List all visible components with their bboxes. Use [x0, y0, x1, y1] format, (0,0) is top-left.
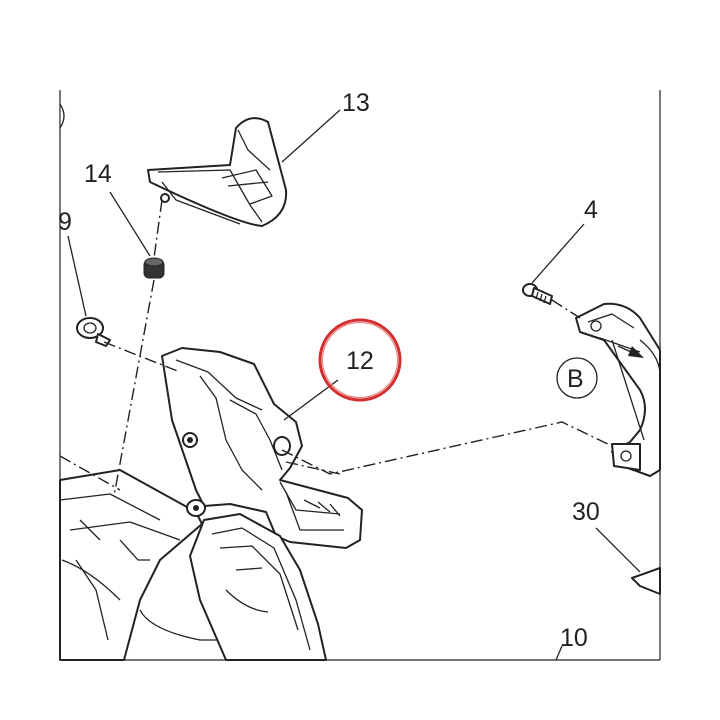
callout-30: 30 — [572, 498, 600, 526]
alignment-line-14 — [153, 199, 163, 259]
cropped-callout-fragment — [59, 103, 65, 129]
callout-13: 13 — [342, 89, 370, 117]
leader-13 — [281, 109, 341, 163]
part-14-grommet[interactable] — [143, 257, 165, 279]
leader-9 — [67, 235, 87, 317]
alignment-line-4 — [551, 299, 581, 319]
arc-line — [639, 339, 661, 373]
callout-12-highlight-ring — [318, 318, 402, 402]
callout-9: 9 — [58, 208, 72, 236]
part-30[interactable] — [631, 567, 661, 595]
main-fairing-assembly[interactable] — [59, 469, 320, 661]
detail-b-marker[interactable] — [556, 357, 598, 399]
part-12-mirror-stay[interactable] — [161, 347, 363, 549]
part-13-visor-cover[interactable] — [147, 117, 288, 227]
headlight-housing[interactable] — [189, 513, 327, 661]
leader-14 — [109, 191, 151, 257]
alignment-line-12-left — [285, 461, 341, 475]
leader-10 — [555, 645, 563, 661]
leader-30 — [595, 527, 641, 573]
alignment-line-left — [59, 455, 121, 491]
callout-14: 14 — [84, 160, 112, 188]
part-9-screw[interactable] — [76, 317, 111, 347]
alignment-line-14-down — [113, 279, 155, 497]
callout-10: 10 — [560, 624, 588, 652]
leader-4 — [531, 223, 585, 284]
detail-b-label: B — [567, 365, 584, 393]
alignment-line-9 — [103, 341, 181, 373]
callout-12-highlight-ring-inner — [322, 322, 398, 398]
callout-12: 12 — [346, 347, 374, 375]
alignment-line-12-right — [281, 421, 613, 475]
rotation-arrowhead-icon — [628, 346, 644, 358]
callout-4: 4 — [584, 196, 598, 224]
part-4-bolt[interactable] — [522, 283, 553, 305]
